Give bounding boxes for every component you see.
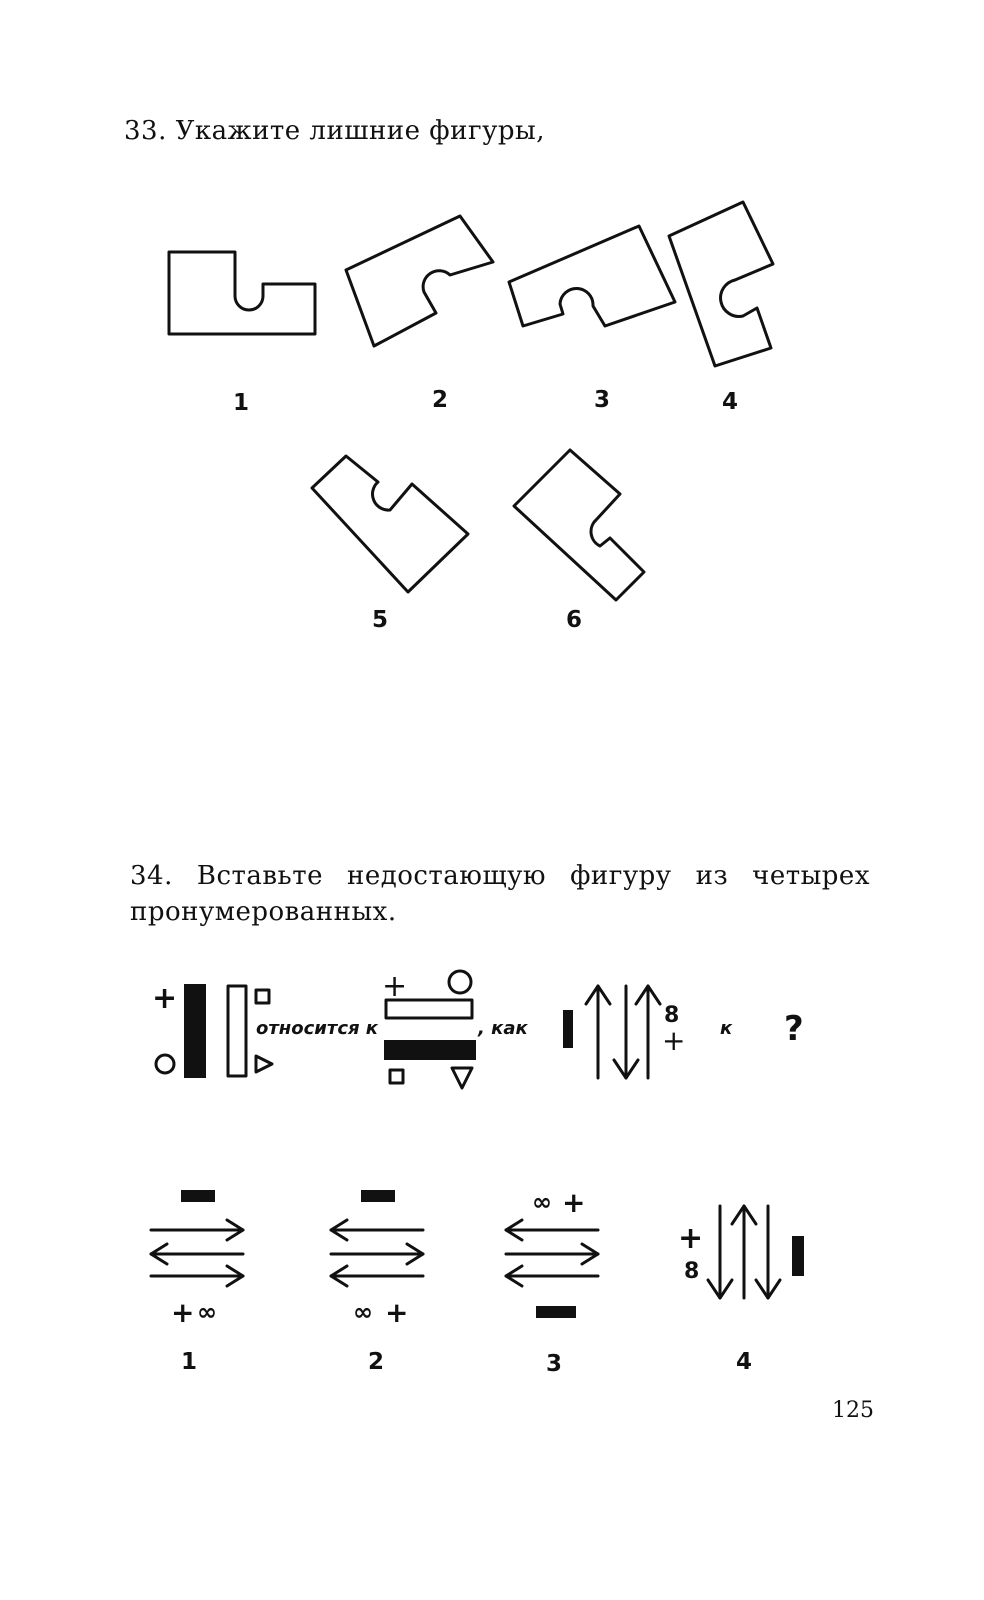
plus-symbol: + bbox=[385, 1296, 408, 1329]
circle-symbol bbox=[447, 969, 473, 995]
as-text: , как bbox=[477, 1018, 528, 1039]
small-black-bar bbox=[792, 1236, 804, 1276]
figure-33-1 bbox=[165, 250, 320, 340]
to-text: к bbox=[720, 1018, 733, 1039]
plus-symbol: + bbox=[382, 969, 407, 1004]
figure-33-1-shape bbox=[167, 250, 317, 336]
figure-33-5-shape bbox=[310, 454, 470, 594]
figure-33-4-shape bbox=[667, 200, 775, 368]
question-34-title: 34. Вставьте недостающую фигуру из четыр… bbox=[130, 861, 870, 927]
question-33-title: 33. Укажите лишние фигуры, bbox=[124, 116, 545, 146]
figure-33-6-shape bbox=[512, 448, 646, 602]
option-34-3-svg: ∞ + bbox=[504, 1186, 600, 1318]
option-34-2-svg: ∞ + bbox=[329, 1190, 425, 1329]
black-bar bbox=[184, 984, 206, 1078]
triangle-down-symbol bbox=[450, 1066, 474, 1090]
option-34-2-label: 2 bbox=[368, 1349, 385, 1375]
eight-symbol: 8 bbox=[664, 1003, 679, 1028]
option-34-4: + 8 bbox=[676, 1200, 816, 1310]
analogy-figure-b: + bbox=[382, 969, 476, 1090]
figure-33-4-label: 4 bbox=[722, 389, 739, 415]
black-bar-horizontal bbox=[384, 1040, 476, 1060]
infinity-symbol: ∞ bbox=[353, 1298, 373, 1326]
arrow-right-head bbox=[580, 1242, 600, 1266]
plus-symbol: + bbox=[152, 981, 177, 1016]
arrow-left-head bbox=[329, 1264, 349, 1288]
option-34-1-label: 1 bbox=[181, 1349, 198, 1375]
black-bar bbox=[181, 1190, 215, 1202]
arrow-left-head bbox=[504, 1264, 524, 1288]
figure-33-5-label: 5 bbox=[372, 607, 389, 633]
arrow-down-head bbox=[706, 1278, 734, 1300]
analogy-row: + относится к + , как bbox=[150, 960, 850, 1100]
arrow-right-head bbox=[225, 1264, 245, 1288]
plus-symbol: + bbox=[171, 1296, 194, 1329]
relates-to-text: относится к bbox=[256, 1018, 379, 1039]
option-34-2: ∞ + bbox=[325, 1180, 435, 1330]
plus-symbol: + bbox=[662, 1024, 685, 1057]
figure-33-3 bbox=[505, 222, 680, 332]
circle-symbol bbox=[154, 1053, 176, 1075]
eight-symbol: 8 bbox=[684, 1259, 699, 1284]
arrow-right-head bbox=[225, 1218, 245, 1242]
square-symbol bbox=[388, 1068, 405, 1085]
option-34-3: ∞ + bbox=[500, 1180, 610, 1330]
triangle-right-symbol bbox=[254, 1054, 274, 1074]
black-bar bbox=[536, 1306, 576, 1318]
figure-33-4 bbox=[665, 198, 780, 368]
arrow-left-head bbox=[329, 1218, 349, 1242]
question-mark: ? bbox=[784, 1009, 804, 1049]
figure-33-5 bbox=[308, 452, 473, 597]
figure-33-1-label: 1 bbox=[233, 390, 250, 416]
arrow-down-head bbox=[754, 1278, 782, 1300]
page-number: 125 bbox=[832, 1398, 874, 1423]
arrow-up-head bbox=[584, 984, 612, 1006]
small-black-bar bbox=[563, 1010, 573, 1048]
infinity-symbol: ∞ bbox=[532, 1188, 552, 1216]
black-bar bbox=[361, 1190, 395, 1202]
option-34-3-label: 3 bbox=[546, 1351, 563, 1377]
figure-33-3-label: 3 bbox=[594, 387, 611, 413]
analogy-figure-c: 8 + bbox=[563, 984, 685, 1080]
analogy-figure-a: + bbox=[152, 981, 274, 1078]
arrow-up-head bbox=[634, 984, 662, 1006]
analogy-svg: + относится к + , как bbox=[152, 969, 804, 1090]
option-34-4-label: 4 bbox=[736, 1349, 753, 1375]
figure-33-2 bbox=[340, 210, 500, 350]
white-bar-horizontal bbox=[384, 998, 474, 1020]
square-symbol bbox=[254, 988, 271, 1005]
figure-33-6 bbox=[510, 446, 650, 606]
plus-symbol: + bbox=[562, 1186, 585, 1219]
figure-33-2-shape bbox=[344, 214, 495, 348]
arrow-down-head bbox=[612, 1058, 640, 1080]
white-bar bbox=[226, 984, 248, 1078]
option-34-1-svg: + ∞ bbox=[149, 1190, 245, 1329]
option-34-4-svg: + 8 bbox=[678, 1204, 804, 1300]
figure-33-6-label: 6 bbox=[566, 607, 583, 633]
option-34-1: + ∞ bbox=[145, 1180, 255, 1330]
plus-symbol: + bbox=[678, 1221, 703, 1256]
arrow-up-head bbox=[730, 1204, 758, 1226]
arrow-left-head bbox=[149, 1242, 169, 1266]
figure-33-3-shape bbox=[507, 224, 677, 328]
figure-33-2-label: 2 bbox=[432, 387, 449, 413]
arrow-right-head bbox=[405, 1242, 425, 1266]
infinity-symbol: ∞ bbox=[197, 1298, 217, 1326]
arrow-left-head bbox=[504, 1218, 524, 1242]
